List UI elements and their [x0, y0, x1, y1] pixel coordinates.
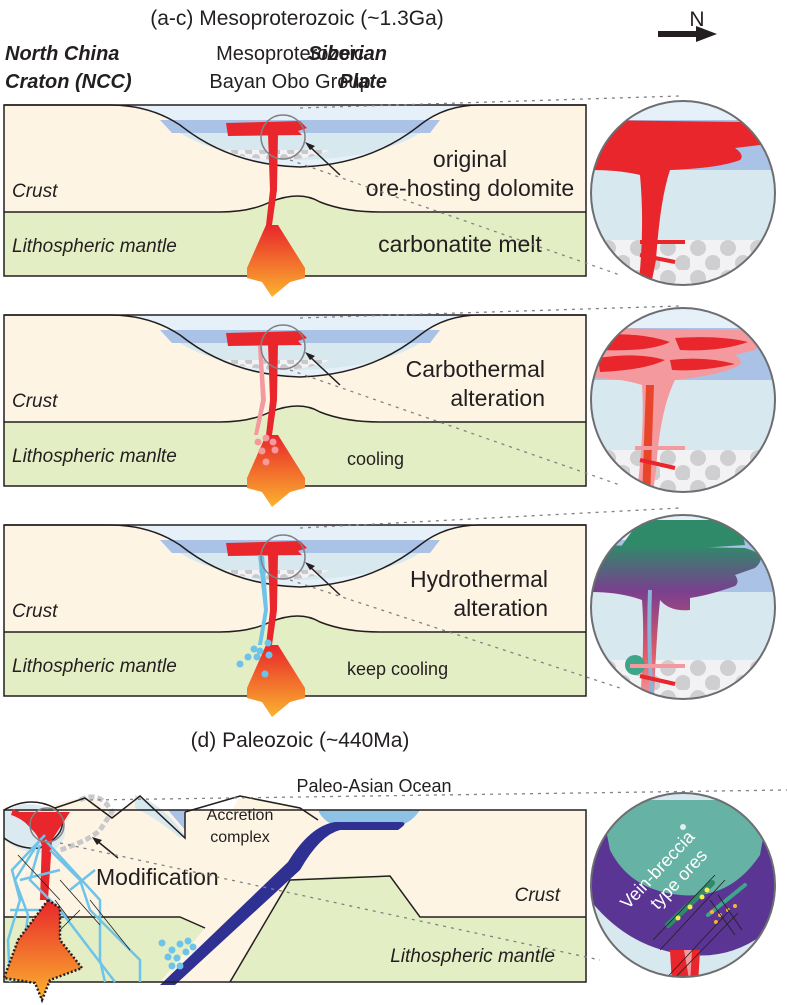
header-ncc-line2: Craton (NCC): [5, 71, 132, 93]
zoom-circle: [260, 114, 306, 160]
mantle-layer: [4, 196, 586, 276]
carbonatite-melt: [226, 331, 307, 507]
ocean-label: Paleo-Asian Ocean: [296, 776, 451, 796]
header-ncc-line1: North China: [5, 43, 119, 65]
zoom-circle: [260, 534, 306, 580]
inset-circle-b: [590, 307, 776, 493]
crust-label: Crust: [515, 885, 561, 906]
panel-b: Crust Lithospheric manlte Carbothermal a…: [3, 305, 681, 507]
modification-label: Modification: [96, 864, 219, 890]
north-label: N: [689, 8, 704, 31]
annotation-line2: ore-hosting dolomite: [366, 175, 574, 201]
header-siberian-line2: Plate: [339, 71, 387, 93]
carbothermal-vein: [254, 346, 266, 435]
accretion-line2: complex: [210, 829, 270, 846]
carbonatite-melt: [226, 121, 307, 297]
arrow-icon: [305, 562, 315, 570]
zoom-circle: [29, 807, 65, 843]
inset-circle-c: [590, 514, 776, 700]
panel-d: Paleo-Asian Ocean Accretion complex Modi…: [2, 776, 787, 1004]
arrow-right-icon: [658, 26, 717, 42]
mantle-label: Lithospheric manlte: [12, 446, 177, 467]
panel-c: Crust Lithospheric mantle Hydrothermal a…: [3, 507, 681, 717]
process-label: carbonatite melt: [378, 231, 542, 257]
header-bayan-obo-line2: Bayan Obo Group: [209, 71, 370, 93]
mantle-label: Lithospheric mantle: [12, 656, 177, 677]
title-mesoproterozoic: (a-c) Mesoproterozoic (~1.3Ga): [150, 7, 444, 30]
modification-veins: [2, 809, 142, 1004]
carbonatite-melt: [226, 541, 307, 717]
arrow-icon: [305, 142, 315, 150]
fluid-droplets: [158, 937, 197, 970]
crust-label: Crust: [12, 181, 58, 202]
annotation-line1: Hydrothermal: [410, 566, 548, 592]
title-paleozoic: (d) Paleozoic (~440Ma): [191, 729, 410, 752]
hydrothermal-vein: [258, 555, 268, 645]
process-label: cooling: [347, 449, 404, 469]
arrow-icon: [92, 837, 102, 845]
accretion-line1: Accretion: [207, 807, 274, 824]
annotation-line1: original: [433, 146, 507, 172]
inset-circle-a: [590, 100, 776, 286]
mantle-label: Lithospheric mantle: [12, 236, 177, 257]
mantle-label: Lithospheric mantle: [390, 946, 555, 967]
arrow-icon: [305, 352, 315, 360]
annotation-line2: alteration: [450, 385, 545, 411]
crust-label: Crust: [12, 601, 58, 622]
annotation-line2: alteration: [453, 595, 548, 621]
process-label: keep cooling: [347, 659, 448, 679]
subducting-slab: [160, 822, 405, 985]
mantle-layer-right: [230, 876, 586, 982]
header-bayan-obo-line1: Mesoproterozoic: [216, 43, 364, 65]
annotation-line1: Carbothermal: [406, 356, 545, 382]
header-siberian-line1: Siberian: [308, 43, 387, 65]
panel-a: Crust Lithospheric mantle original ore-h…: [3, 95, 681, 297]
crust-label: Crust: [12, 391, 58, 412]
inset-circle-d: Vein-breccia type ores: [590, 792, 776, 978]
zoom-circle: [260, 324, 306, 370]
